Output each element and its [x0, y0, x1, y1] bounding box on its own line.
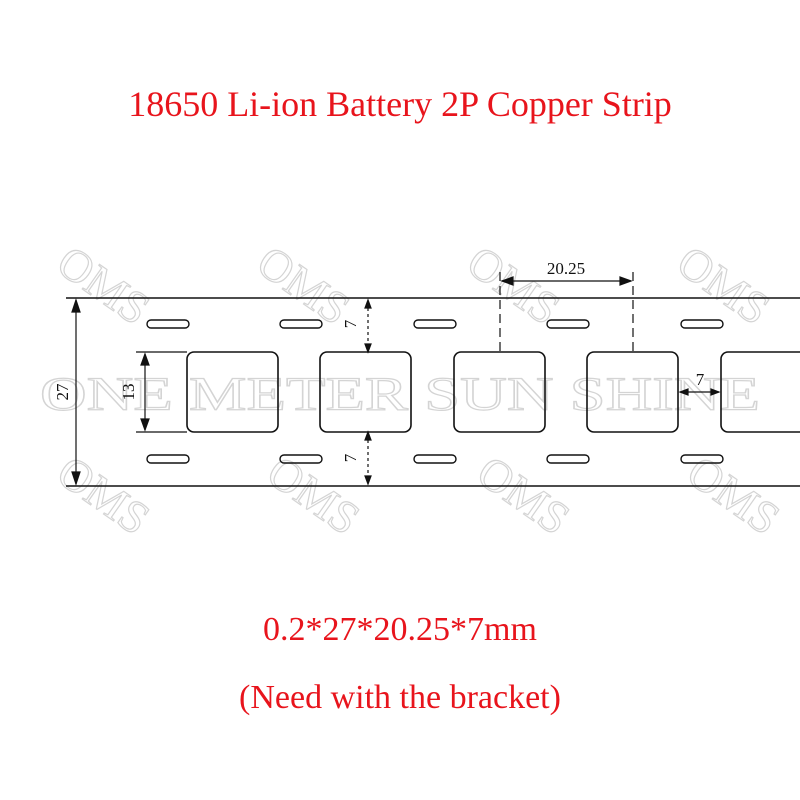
slot [680, 454, 724, 464]
dim-window-height-label: 13 [119, 384, 138, 401]
dim-strip-width-label: 27 [53, 383, 72, 401]
dim-gap-top-label: 7 [341, 319, 360, 328]
slot [680, 319, 724, 329]
dim-pitch-label: 20.25 [547, 259, 585, 278]
slot [279, 319, 323, 329]
window-row [186, 351, 800, 433]
dim-window-height [136, 351, 187, 433]
dim-window-gap [678, 388, 721, 396]
slot [146, 319, 190, 329]
watermark-text: ONE METER SUN SHINE [40, 368, 760, 421]
dim-pitch [499, 272, 634, 352]
dim-strip-width [71, 298, 81, 486]
watermark-logo: OMS [468, 446, 579, 545]
watermark-logo: OMS [48, 446, 159, 545]
watermark-logo: OMS [678, 446, 789, 545]
slot [546, 454, 590, 464]
window [319, 351, 412, 433]
slot-row-bottom [146, 454, 724, 464]
window [453, 351, 546, 433]
slot [413, 454, 457, 464]
dim-window-gap-label: 7 [696, 370, 705, 389]
slot-row-top [146, 319, 724, 329]
dim-gap-bottom-label: 7 [341, 453, 360, 462]
diagram-title: 18650 Li-ion Battery 2P Copper Strip [128, 84, 672, 124]
dim-gap-top [364, 298, 372, 354]
slot [146, 454, 190, 464]
slot [279, 454, 323, 464]
watermark-logo: OMS [48, 236, 159, 335]
watermark-logo-row-bottom: OMS OMS OMS OMS [48, 445, 790, 545]
spec-dimensions: 0.2*27*20.25*7mm [263, 611, 537, 648]
slot [546, 319, 590, 329]
bracket-note: (Need with the bracket) [239, 679, 561, 716]
window [586, 351, 679, 433]
window-partial [720, 351, 800, 433]
slot [413, 319, 457, 329]
dim-gap-bottom [364, 430, 372, 486]
window [186, 351, 279, 433]
watermark: ONE METER SUN SHINE OMS OMS OMS OMS OMS … [39, 235, 790, 545]
